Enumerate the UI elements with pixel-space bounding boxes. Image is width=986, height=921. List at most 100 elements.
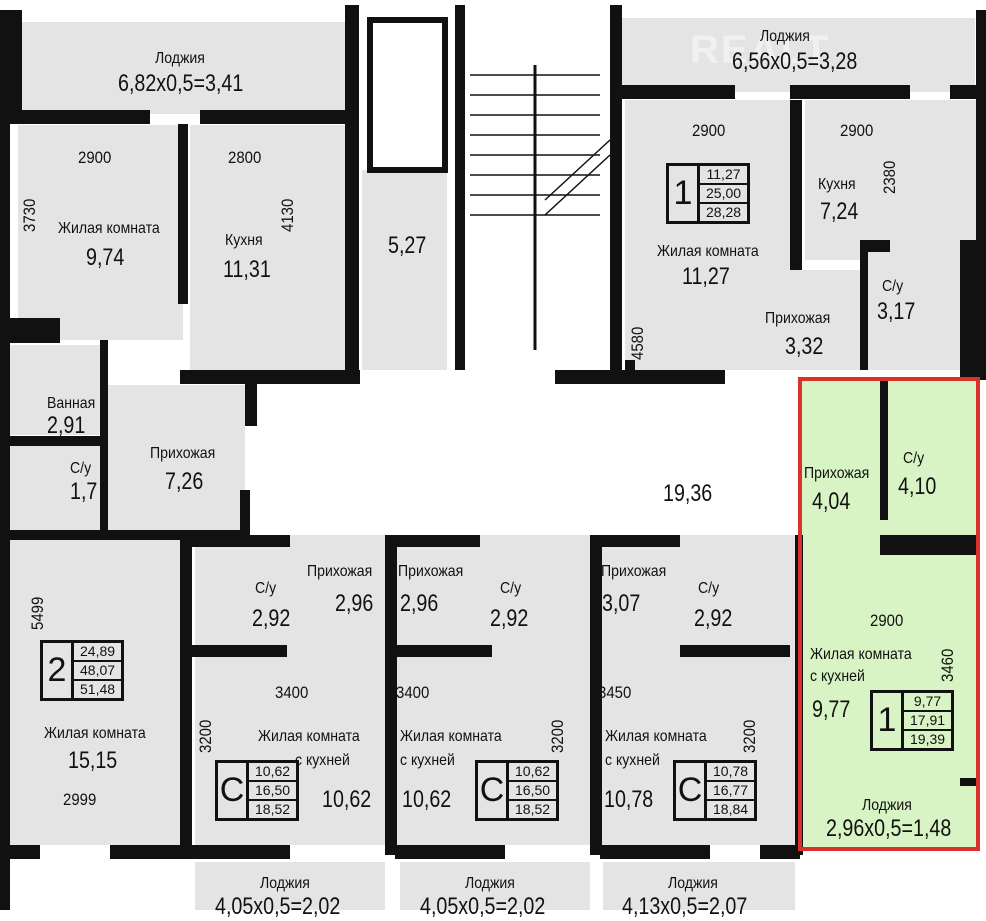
room-name: Жилая комната — [810, 646, 912, 663]
total-area: 16,50 — [249, 782, 297, 801]
dimension: 5499 — [28, 596, 47, 630]
room-name-2: с кухней — [605, 752, 660, 769]
area-with-loggia: 18,52 — [515, 801, 551, 817]
room-name-2: с кухней — [295, 752, 350, 769]
room-name: Жилая комната — [258, 728, 360, 745]
room-area: 4,04 — [812, 488, 851, 515]
room-name: С/у — [882, 278, 904, 295]
room-name: Лоджия — [862, 797, 912, 814]
room-name-2: с кухней — [400, 752, 455, 769]
dimension: 2900 — [692, 121, 726, 140]
kitchen-top-right — [805, 100, 977, 260]
room-name: Лоджия — [155, 50, 205, 67]
room-area: 2,92 — [252, 605, 291, 632]
loggia-top-right — [615, 18, 975, 92]
room-count: С — [218, 763, 249, 818]
room-name: Лоджия — [668, 875, 718, 892]
room-name: С/у — [255, 580, 277, 597]
room-area: 7,26 — [165, 468, 204, 495]
room-name: Кухня — [818, 176, 856, 193]
living-area: 10,62 — [249, 763, 297, 782]
highlighted-apartment[interactable] — [800, 380, 978, 848]
room-area: 3,17 — [877, 298, 916, 325]
loggia-top-left — [22, 22, 347, 114]
wc-top-left — [10, 445, 105, 530]
area-with-loggia: 51,48 — [80, 681, 116, 697]
dimension: 2999 — [63, 790, 97, 809]
room-area: 2,96 — [400, 590, 439, 617]
dimension: 2800 — [228, 148, 262, 167]
room-count: 1 — [669, 166, 700, 221]
room-name: Жилая комната — [605, 728, 707, 745]
total-area: 17,91 — [904, 712, 952, 731]
room-area: 11,31 — [223, 256, 271, 283]
area-with-loggia: 18,84 — [713, 801, 749, 817]
room-name: Прихожая — [601, 563, 667, 580]
highlight-border — [798, 377, 980, 851]
room-area: 2,96 — [335, 590, 374, 617]
room-area: 9,77 — [812, 696, 851, 723]
room-name: С/у — [70, 460, 92, 477]
dimension: 3730 — [20, 198, 39, 232]
loggia-studio-2 — [400, 862, 590, 910]
living-area: 10,62 — [509, 763, 557, 782]
dimension: 3400 — [275, 683, 309, 702]
room-name: Жилая комната — [58, 220, 160, 237]
room-count: С — [676, 763, 707, 818]
living-area: 11,27 — [700, 166, 748, 185]
total-area: 48,07 — [74, 662, 122, 681]
room-area: 3,32 — [785, 333, 824, 360]
dimension: 3450 — [598, 683, 632, 702]
room-area: 6,56x0,5=3,28 — [732, 48, 858, 75]
dimension: 2900 — [78, 148, 112, 167]
room-area: 5,27 — [388, 232, 427, 259]
bathroom-top-left — [10, 345, 105, 435]
room-name-2: с кухней — [810, 668, 865, 685]
room-count: С — [478, 763, 509, 818]
room-area: 2,92 — [490, 605, 529, 632]
room-area: 11,27 — [682, 263, 730, 290]
hallway-top-right — [735, 270, 865, 370]
room-area: 4,13x0,5=2,07 — [622, 893, 748, 920]
room-name: С/у — [903, 450, 925, 467]
dimension: 2380 — [880, 160, 899, 194]
total-area: 16,77 — [707, 782, 755, 801]
room-area: 15,15 — [68, 747, 118, 774]
room-area: 2,96x0,5=1,48 — [826, 815, 952, 842]
room-name: С/у — [500, 580, 522, 597]
watermark: REALT — [690, 28, 831, 72]
room-area: 3,07 — [602, 590, 641, 617]
room-area: 10,62 — [322, 786, 372, 813]
dimension: 3400 — [396, 683, 430, 702]
room-count: 2 — [43, 643, 74, 698]
dimension: 3200 — [548, 719, 567, 753]
room-name: Жилая комната — [657, 243, 759, 260]
area-with-loggia: 18,52 — [255, 801, 291, 817]
area-with-loggia: 28,28 — [706, 204, 742, 220]
room-name: Лоджия — [260, 875, 310, 892]
living-room-top-left — [18, 125, 183, 340]
room-area: 2,92 — [694, 605, 733, 632]
room-name: Прихожая — [398, 563, 464, 580]
room-area: 4,10 — [898, 473, 937, 500]
room-name: Лоджия — [760, 28, 810, 45]
dimension: 3200 — [740, 719, 759, 753]
room-name: Жилая комната — [44, 725, 146, 742]
room-name: Прихожая — [765, 310, 831, 327]
room-name: Ванная — [47, 395, 96, 412]
room-name: Лоджия — [465, 875, 515, 892]
room-area: 4,05x0,5=2,02 — [420, 893, 546, 920]
room-name: Прихожая — [150, 445, 216, 462]
hallway-top-left — [105, 385, 245, 535]
dimension: 3200 — [196, 719, 215, 753]
room-area: 19,36 — [663, 480, 713, 507]
dimension: 2900 — [840, 121, 874, 140]
living-area: 24,89 — [74, 643, 122, 662]
room-area: 1,7 — [70, 478, 98, 505]
room-count: 1 — [873, 693, 904, 748]
room-name: Прихожая — [804, 465, 870, 482]
tech-room — [362, 170, 447, 370]
room-name: Жилая комната — [400, 728, 502, 745]
